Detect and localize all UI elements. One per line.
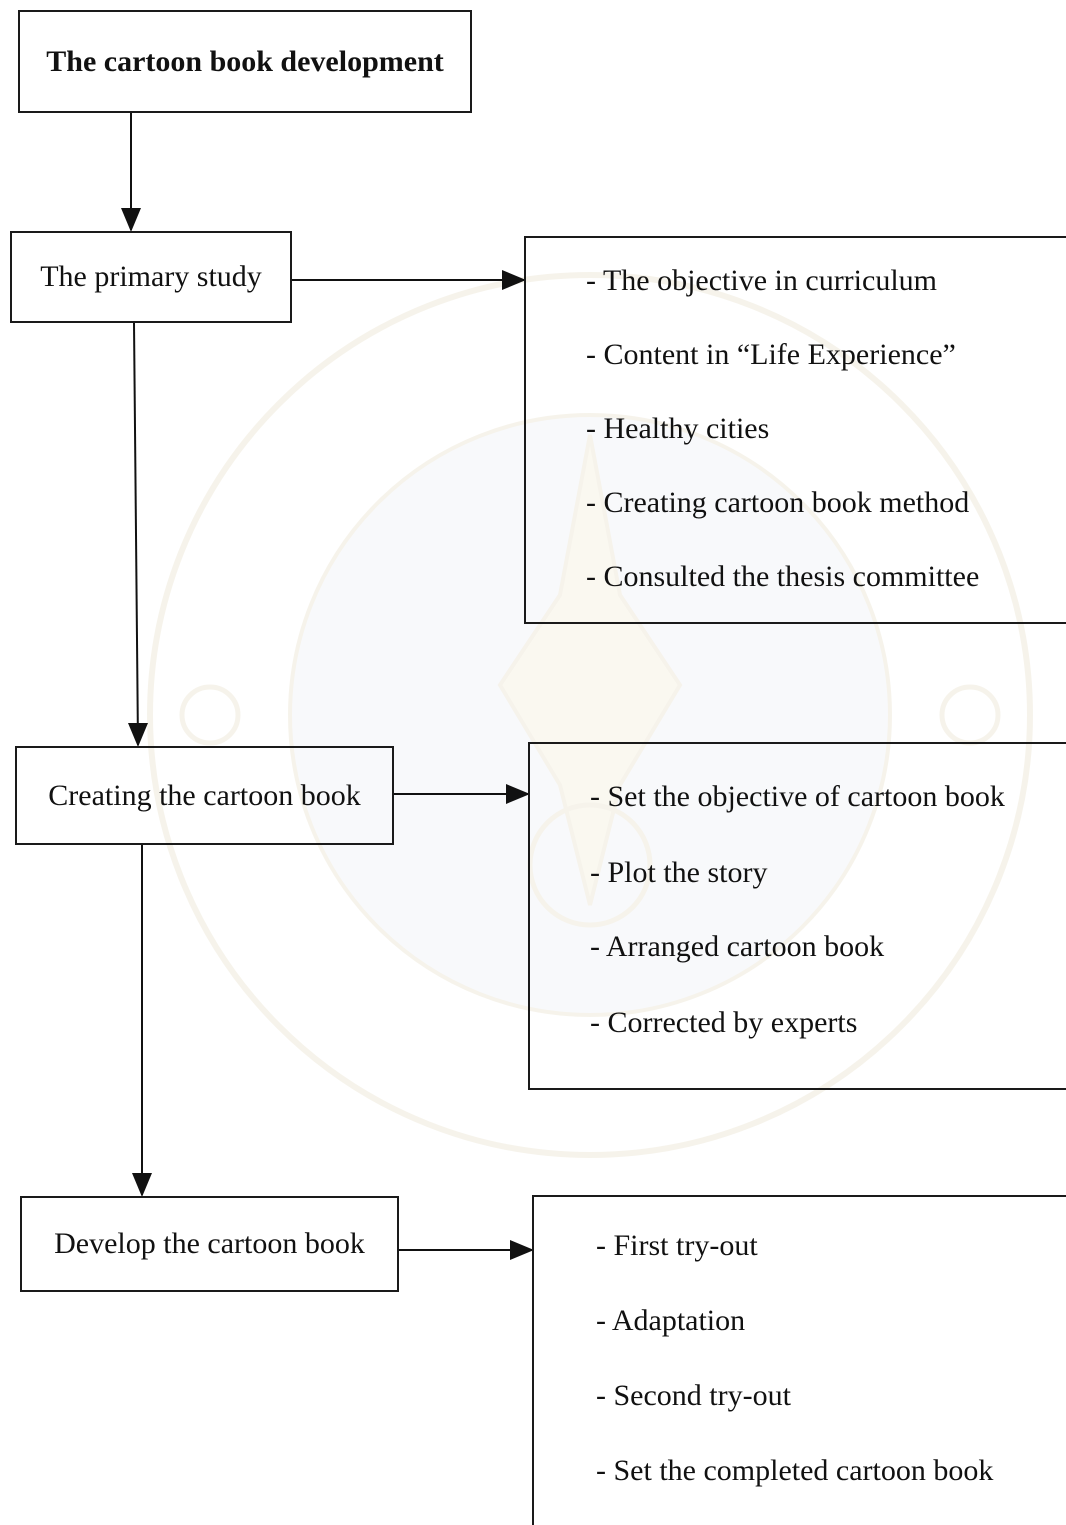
step-label: The primary study [40, 260, 262, 293]
title-box: The cartoon book development [18, 10, 472, 113]
detail-item: - Adaptation [596, 1304, 746, 1337]
detail-item: - Set the completed cartoon book [596, 1454, 994, 1487]
step-label: Creating the cartoon book [48, 778, 361, 812]
detail-item: - First try-out [596, 1229, 758, 1262]
detail-item: - Second try-out [596, 1379, 791, 1412]
detail-item: - Content in “Life Experience” [586, 338, 956, 371]
arrow-step1-to-step2 [133, 322, 139, 746]
detail-item: - Consulted the thesis committee [586, 560, 980, 593]
arrowhead-step3 [132, 1173, 152, 1197]
step-label: Develop the cartoon book [54, 1227, 365, 1260]
details-box-develop: - First try-out - Adaptation - Second tr… [532, 1195, 1066, 1525]
arrowhead-details2 [506, 784, 530, 804]
details-box-primary-study: - The objective in curriculum - Content … [524, 236, 1066, 624]
arrowhead-details3 [510, 1240, 534, 1260]
step-box-creating: Creating the cartoon book [15, 746, 394, 845]
detail-item: - Healthy cities [586, 412, 770, 445]
arrowhead-step2 [128, 723, 148, 747]
detail-item: - Corrected by experts [590, 1006, 858, 1039]
detail-item: - The objective in curriculum [586, 264, 937, 297]
arrowhead-details1 [502, 270, 526, 290]
detail-item: - Set the objective of cartoon book [590, 780, 1005, 813]
detail-item: - Arranged cartoon book [590, 930, 885, 963]
step-box-develop: Develop the cartoon book [20, 1196, 399, 1292]
detail-item: - Creating cartoon book method [586, 486, 970, 519]
seal-watermark [147, 272, 1033, 1158]
arrowhead-step1 [121, 208, 141, 232]
step-box-primary-study: The primary study [10, 231, 292, 323]
details-box-creating: - Set the objective of cartoon book - Pl… [528, 742, 1066, 1090]
detail-item: - Plot the story [590, 856, 768, 889]
diagram-title: The cartoon book development [46, 44, 444, 78]
